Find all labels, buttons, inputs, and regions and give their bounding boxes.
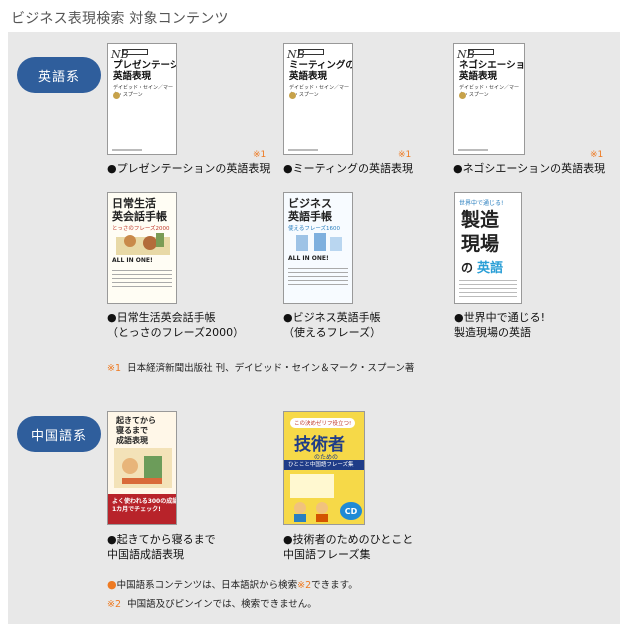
cover-footer xyxy=(458,149,488,151)
book-business-english-cover[interactable]: ビジネス 英語手帳 使えるフレーズ1600 ALL IN ONE! xyxy=(283,192,353,304)
caption-text: 技術者のためのひとこと xyxy=(292,533,414,546)
book-business-english-link[interactable]: ●ビジネス英語手帳（使えるフレーズ） xyxy=(283,311,382,339)
cover-title: ビジネス 英語手帳 xyxy=(288,197,332,223)
nb-logo: NB xyxy=(457,48,475,61)
cover-title-3: の xyxy=(461,261,474,275)
cd-icon: CD xyxy=(340,502,362,520)
cover-tag: ALL IN ONE! xyxy=(288,255,329,262)
orange-dot-icon: ● xyxy=(107,578,117,591)
cover-top-text: この決めゼリフ役立つ! xyxy=(290,418,356,428)
cover-text-lines xyxy=(112,267,172,287)
footnote-mark: ※1 xyxy=(107,363,122,374)
page-title: ビジネス表現検索 対象コンテンツ xyxy=(11,11,229,27)
caption-text: 日常生活英会話手帳 xyxy=(116,311,216,324)
caption-text-2: 製造現場の英語 xyxy=(454,326,531,339)
publisher-mark-icon xyxy=(459,92,466,99)
cover-subtitle: 使えるフレーズ1600 xyxy=(288,226,341,232)
cover-subtitle: のための xyxy=(314,454,339,461)
footnote-tail: できます。 xyxy=(311,580,358,591)
cover-illustration-icon xyxy=(114,448,172,488)
cover-illustration-icon xyxy=(116,233,170,255)
caption-text: ミーティングの英語表現 xyxy=(292,162,413,175)
note-mark: ※1 xyxy=(253,150,267,160)
footnote-chinese-1: ●中国語系コンテンツは、日本語訳から検索※2できます。 xyxy=(107,577,358,591)
footnote-chinese-2: ※2 中国語及びピンインでは、検索できません。 xyxy=(107,596,317,610)
caption-text-2: （使えるフレーズ） xyxy=(283,326,382,339)
chinese-badge: 中国語系 xyxy=(17,416,101,452)
nb-logo: NB xyxy=(287,48,305,61)
nb-logo: NB xyxy=(111,48,129,61)
cover-title-4: 英語 xyxy=(477,261,504,276)
cover-title: ミーティングの 英語表現 xyxy=(289,60,353,82)
book-chinese-idioms-cover[interactable]: 起きてから 寝るまで 成語表現 よく使われる300の成語を 1カ月でチェック! xyxy=(107,411,177,525)
caption-text-2: （とっさのフレーズ2000） xyxy=(107,326,245,339)
cover-title: 製造 xyxy=(461,209,500,231)
book-daily-english-link[interactable]: ●日常生活英会話手帳（とっさのフレーズ2000） xyxy=(107,311,245,339)
footnote-english: ※1 日本経済新聞出版社 刊、デイビッド・セイン＆マーク・スプーン著 xyxy=(107,360,414,374)
nb-tag xyxy=(468,49,494,55)
cover-title: 技術者 xyxy=(294,435,345,455)
caption-text-2: 中国語成語表現 xyxy=(107,548,184,561)
book-engineer-chinese-cover[interactable]: この決めゼリフ役立つ! 技術者 のための ひとこと中国語フレーズ集 CD xyxy=(283,411,365,525)
cover-band: ひとこと中国語フレーズ集 xyxy=(284,460,364,470)
cover-text-lines xyxy=(288,265,348,285)
nb-tag xyxy=(298,49,324,55)
cover-footer xyxy=(288,149,318,151)
caption-text-2: 中国語フレーズ集 xyxy=(283,548,371,561)
book-manufacturing-cover[interactable]: 世界中で通じる! 製造 現場 の 英語 xyxy=(454,192,522,304)
cover-title: ネゴシエーションの 英語表現 xyxy=(459,60,525,82)
book-meeting-cover[interactable]: NB ミーティングの 英語表現 デイビッド・セイン／マーク・スプーン xyxy=(283,43,353,155)
cover-footer xyxy=(112,149,142,151)
publisher-mark-icon xyxy=(289,92,296,99)
publisher-mark-icon xyxy=(113,92,120,99)
cover-author: デイビッド・セイン／マーク・スプーン xyxy=(289,85,350,98)
book-presentation-cover[interactable]: NB プレゼンテーションの 英語表現 デイビッド・セイン／マーク・スプーン xyxy=(107,43,177,155)
caption-text: プレゼンテーションの英語表現 xyxy=(116,162,271,175)
cover-text-box xyxy=(290,474,334,498)
cover-author: デイビッド・セイン／マーク・スプーン xyxy=(459,85,520,98)
cover-bottom-text: よく使われる300の成語を 1カ月でチェック! xyxy=(112,498,176,513)
book-presentation-link[interactable]: ●プレゼンテーションの英語表現 xyxy=(107,162,271,175)
book-daily-english-cover[interactable]: 日常生活 英会話手帳 とっさのフレーズ2000 ALL IN ONE! xyxy=(107,192,177,304)
cover-author: デイビッド・セイン／マーク・スプーン xyxy=(113,85,174,98)
cover-title: プレゼンテーションの 英語表現 xyxy=(113,60,176,82)
cover-text-lines xyxy=(459,277,517,297)
book-negotiation-cover[interactable]: NB ネゴシエーションの 英語表現 デイビッド・セイン／マーク・スプーン xyxy=(453,43,525,155)
cover-band xyxy=(108,494,176,524)
book-manufacturing-link[interactable]: ●世界中で通じる!製造現場の英語 xyxy=(454,311,546,339)
footnote-text: 中国語及びピンインでは、検索できません。 xyxy=(127,599,317,610)
book-chinese-idioms-link[interactable]: ●起きてから寝るまで中国語成語表現 xyxy=(107,533,216,561)
cover-title: 起きてから 寝るまで 成語表現 xyxy=(116,416,156,445)
footnote-mark: ※2 xyxy=(107,599,122,610)
book-engineer-chinese-link[interactable]: ●技術者のためのひとこと中国語フレーズ集 xyxy=(283,533,414,561)
nb-tag xyxy=(122,49,148,55)
book-negotiation-link[interactable]: ●ネゴシエーションの英語表現 xyxy=(453,162,606,175)
cover-subtitle: とっさのフレーズ2000 xyxy=(112,226,170,232)
caption-text: 起きてから寝るまで xyxy=(116,533,216,546)
caption-text: ビジネス英語手帳 xyxy=(292,311,381,324)
footnote-text: 中国語系コンテンツは、日本語訳から検索 xyxy=(116,580,298,591)
footnote-mark: ※2 xyxy=(297,580,312,591)
book-meeting-link[interactable]: ●ミーティングの英語表現 xyxy=(283,162,413,175)
cover-title-2: 現場 xyxy=(461,233,500,255)
cover-title: 日常生活 英会話手帳 xyxy=(112,197,167,223)
cover-characters-icon xyxy=(294,502,328,522)
cover-top-text: 世界中で通じる! xyxy=(459,200,504,207)
cover-tag: ALL IN ONE! xyxy=(112,257,153,264)
english-badge: 英語系 xyxy=(17,57,101,93)
caption-text: ネゴシエーションの英語表現 xyxy=(462,162,606,175)
footnote-text: 日本経済新聞出版社 刊、デイビッド・セイン＆マーク・スプーン著 xyxy=(127,363,415,374)
note-mark: ※1 xyxy=(398,150,412,160)
note-mark: ※1 xyxy=(590,150,604,160)
cover-illustration-icon xyxy=(296,233,342,251)
caption-text: 世界中で通じる! xyxy=(463,311,546,324)
